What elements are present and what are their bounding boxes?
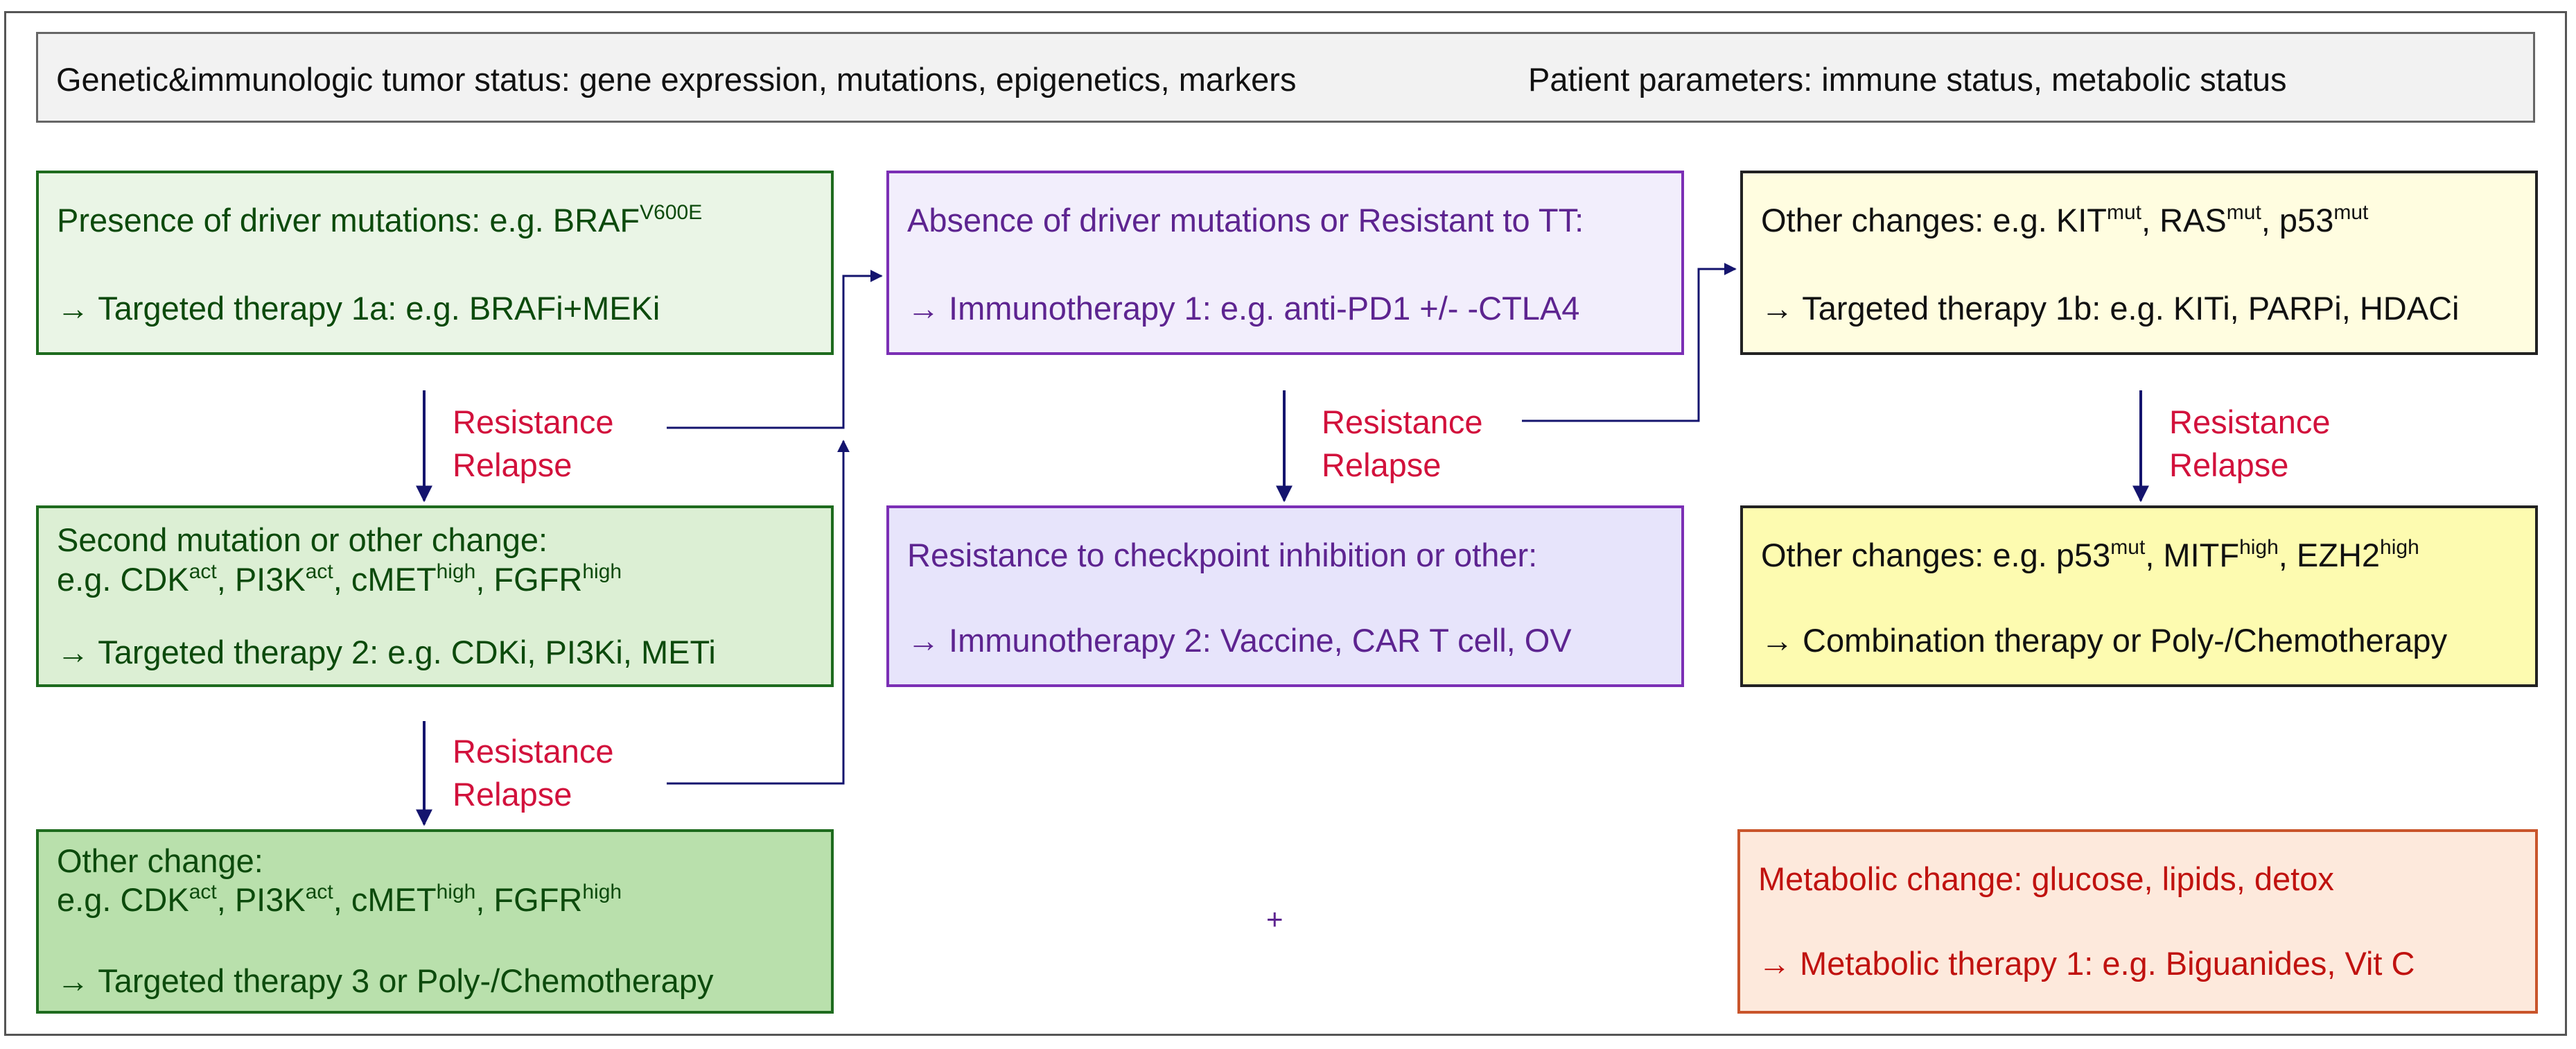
- other-change-line1: Other change:: [57, 842, 263, 879]
- second-mutation-line1: Second mutation or other change:: [57, 521, 548, 558]
- other-changes-1-line1: Other changes: e.g. KITmut, RASmut, p53m…: [1761, 201, 2369, 239]
- box-driver-mutations: Presence of driver mutations: e.g. BRAFV…: [36, 171, 834, 355]
- immunotherapy-1: → Immunotherapy 1: e.g. anti-PD1 +/- -CT…: [907, 290, 1580, 327]
- immunotherapy-2: → Immunotherapy 2: Vaccine, CAR T cell, …: [907, 622, 1572, 659]
- other-change-line2: e.g. CDKact, PI3Kact, cMEThigh, FGFRhigh: [57, 881, 622, 918]
- connector-relapse1-to-absence: [667, 270, 883, 429]
- targeted-therapy-3: → Targeted therapy 3 or Poly-/Chemothera…: [57, 962, 714, 999]
- connector-relapse2-up: [667, 440, 850, 785]
- absence-driver-line1: Absence of driver mutations or Resistant…: [907, 202, 1584, 239]
- box-second-mutation: Second mutation or other change: e.g. CD…: [36, 505, 834, 687]
- patient-parameters-text: Patient parameters: immune status, metab…: [1528, 61, 2287, 98]
- other-changes-2-line1: Other changes: e.g. p53mut, MITFhigh, EZ…: [1761, 536, 2419, 573]
- connector-relapse3-to-other-changes: [1522, 263, 1737, 422]
- header-bar: Genetic&immunologic tumor status: gene e…: [36, 32, 2535, 123]
- box-checkpoint-resistance: Resistance to checkpoint inhibition or o…: [886, 505, 1684, 687]
- targeted-therapy-1b: → Targeted therapy 1b: e.g. KITi, PARPi,…: [1761, 290, 2460, 327]
- targeted-therapy-1a: → Targeted therapy 1a: e.g. BRAFi+MEKi: [57, 290, 660, 327]
- box-other-changes-2: Other changes: e.g. p53mut, MITFhigh, EZ…: [1740, 505, 2538, 687]
- plus-sign: +: [1266, 903, 1283, 935]
- targeted-therapy-2: → Targeted therapy 2: e.g. CDKi, PI3Ki, …: [57, 634, 716, 670]
- metabolic-therapy-1: → Metabolic therapy 1: e.g. Biguanides, …: [1758, 945, 2415, 982]
- metabolic-change-line1: Metabolic change: glucose, lipids, detox: [1758, 860, 2334, 897]
- box-other-change: Other change: e.g. CDKact, PI3Kact, cMET…: [36, 829, 834, 1014]
- driver-mutations-line1: Presence of driver mutations: e.g. BRAFV…: [57, 201, 703, 239]
- box-metabolic-change: Metabolic change: glucose, lipids, detox…: [1737, 829, 2538, 1014]
- box-absence-driver: Absence of driver mutations or Resistant…: [886, 171, 1684, 355]
- second-mutation-line2: e.g. CDKact, PI3Kact, cMEThigh, FGFRhigh: [57, 560, 622, 598]
- tumor-status-text: Genetic&immunologic tumor status: gene e…: [56, 61, 1297, 98]
- combination-therapy: → Combination therapy or Poly-/Chemother…: [1761, 622, 2448, 659]
- box-other-changes-1: Other changes: e.g. KITmut, RASmut, p53m…: [1740, 171, 2538, 355]
- checkpoint-resistance-line1: Resistance to checkpoint inhibition or o…: [907, 537, 1538, 573]
